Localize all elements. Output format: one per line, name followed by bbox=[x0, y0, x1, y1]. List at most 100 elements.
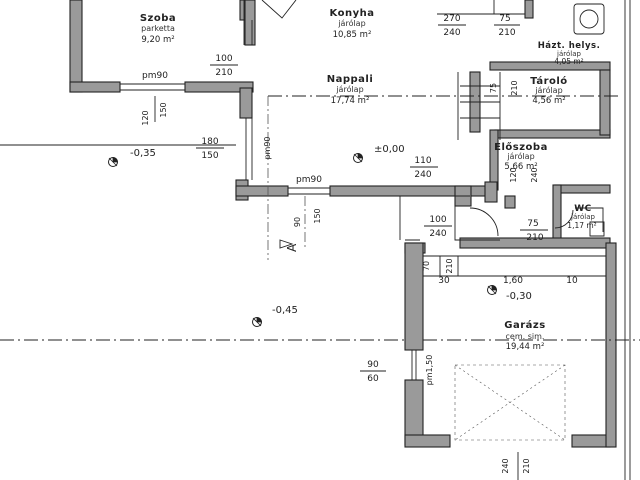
room-garazs: Garázs cem. sim. 19,44 m² bbox=[504, 319, 545, 352]
room-konyha: Konyha járólap 10,85 m² bbox=[330, 8, 375, 40]
wall-wc-left bbox=[552, 184, 562, 244]
room-area-nappali: 17,74 m² bbox=[331, 96, 370, 106]
dim-label: pm90 bbox=[263, 136, 272, 159]
wall-eloszoba-left bbox=[489, 129, 499, 191]
wall-garage-left bbox=[404, 242, 424, 351]
room-name-nappali: Nappali bbox=[327, 74, 374, 85]
room-floor-haztartasi: járólap bbox=[556, 50, 581, 58]
dim-label: 100 bbox=[215, 54, 232, 64]
dim-label: 75 bbox=[499, 14, 510, 24]
room-floor-szoba: parketta bbox=[141, 24, 175, 33]
dim-label: 270 bbox=[443, 14, 460, 24]
dim-label: 70 bbox=[422, 261, 431, 271]
dim-label: 150 bbox=[159, 102, 168, 117]
room-area-eloszoba: 5,66 m² bbox=[504, 162, 537, 172]
level-marker-terrace: -0,35 bbox=[108, 148, 156, 167]
wall-garage-bottom-right bbox=[571, 434, 611, 448]
wall-szoba-bottom-right bbox=[184, 81, 254, 93]
wall-hazt-left bbox=[524, 0, 534, 19]
dim-label: 210 bbox=[522, 458, 531, 473]
room-area-konyha: 10,85 m² bbox=[333, 30, 372, 40]
room-name-wc: WC bbox=[574, 204, 592, 214]
room-floor-konyha: járólap bbox=[337, 18, 365, 28]
dim-label: 150 bbox=[201, 151, 218, 161]
room-name-eloszoba: Előszoba bbox=[494, 141, 548, 153]
dimension-labels: 270 240 75 210 100 210 pm90 120 150 180 … bbox=[141, 14, 578, 480]
dim-label: 210 bbox=[215, 68, 232, 78]
room-area-szoba: 9,20 m² bbox=[141, 35, 174, 45]
dim-label: 150 bbox=[313, 208, 322, 223]
dim-label: 100 bbox=[429, 215, 446, 225]
wall-kitchen-stub bbox=[244, 0, 256, 46]
room-name-haztartasi: Házt. helys. bbox=[538, 41, 601, 51]
dim-label: 60 bbox=[367, 374, 379, 384]
level-markers: -0,35 ±0,00 -0,30 -0,45 bbox=[108, 144, 532, 327]
room-tarolo: Tároló járólap 4,56 m² bbox=[530, 75, 567, 106]
dim-label: 75 bbox=[489, 83, 498, 93]
dim-label: pm1,50 bbox=[425, 355, 434, 386]
room-floor-nappali: járólap bbox=[335, 84, 363, 94]
dim-label: 1,60 bbox=[503, 276, 523, 286]
room-floor-garazs: cem. sim. bbox=[506, 332, 545, 341]
dim-label: 210 bbox=[445, 258, 454, 273]
room-area-haztartasi: 4,05 m² bbox=[554, 57, 583, 66]
wall-tarolo-bottom bbox=[494, 129, 611, 139]
dim-label: 120 bbox=[141, 110, 150, 125]
dim-label: 210 bbox=[498, 28, 515, 38]
room-eloszoba: Előszoba járólap 5,66 m² bbox=[494, 141, 548, 172]
axis-lines bbox=[0, 95, 640, 341]
room-area-tarolo: 4,56 m² bbox=[532, 96, 565, 106]
dim-label: 75 bbox=[527, 219, 538, 229]
wall-szoba-bottom-left bbox=[69, 81, 121, 93]
dim-label: 240 bbox=[414, 170, 431, 180]
wall-garage-bottom-left bbox=[404, 434, 451, 448]
dim-label: 120 bbox=[509, 167, 518, 182]
dim-label: 10 bbox=[566, 276, 578, 286]
level-marker-ground: ±0,00 bbox=[353, 144, 405, 163]
room-area-wc: 1,17 m² bbox=[567, 221, 596, 230]
wall-garage-right bbox=[605, 242, 617, 448]
wall-nappali-bottom-a bbox=[235, 185, 289, 197]
section-mark: A bbox=[285, 243, 299, 252]
wall-eloszoba-left-lower bbox=[484, 181, 498, 203]
level-ground: ±0,00 bbox=[374, 144, 405, 155]
level-marker-yard: -0,45 bbox=[252, 305, 298, 327]
dim-label: 210 bbox=[526, 233, 543, 243]
room-name-szoba: Szoba bbox=[140, 13, 176, 24]
walls bbox=[69, 0, 617, 448]
wall-hazt-bottom bbox=[489, 61, 611, 71]
level-yard: -0,45 bbox=[272, 305, 298, 316]
room-szoba: Szoba parketta 9,20 m² bbox=[140, 13, 176, 45]
wall-szoba-left bbox=[69, 0, 83, 93]
room-name-konyha: Konyha bbox=[330, 8, 375, 19]
dim-label: 240 bbox=[429, 229, 446, 239]
level-marker-garage: -0,30 bbox=[487, 285, 532, 302]
dim-label: 90 bbox=[367, 360, 379, 370]
room-haztartasi: Házt. helys. járólap 4,05 m² bbox=[538, 41, 601, 66]
room-floor-eloszoba: járólap bbox=[506, 151, 534, 161]
room-name-garazs: Garázs bbox=[504, 319, 545, 331]
dim-label: 210 bbox=[510, 80, 519, 95]
room-nappali: Nappali járólap 17,74 m² bbox=[327, 74, 374, 106]
room-wc: WC járólap 1,17 m² bbox=[567, 204, 596, 230]
room-name-tarolo: Tároló bbox=[530, 75, 567, 87]
dim-label: pm90 bbox=[142, 71, 168, 81]
wall-nappali-left bbox=[239, 87, 253, 119]
room-area-garazs: 19,44 m² bbox=[506, 342, 545, 352]
dim-label: 180 bbox=[201, 137, 218, 147]
dim-label: pm90 bbox=[296, 175, 322, 185]
dim-label: 240 bbox=[530, 167, 539, 182]
level-terrace: -0,35 bbox=[130, 148, 156, 159]
room-floor-wc: járólap bbox=[570, 213, 595, 221]
wall-entrance-post bbox=[504, 195, 516, 209]
dim-label: 90 bbox=[293, 217, 302, 227]
dim-label: 30 bbox=[438, 276, 450, 286]
level-garage: -0,30 bbox=[506, 291, 532, 302]
section-arrow bbox=[279, 239, 294, 249]
dim-label: 240 bbox=[443, 28, 460, 38]
dim-label: 110 bbox=[414, 156, 431, 166]
dim-label: 240 bbox=[501, 458, 510, 473]
wall-tarolo-right bbox=[599, 69, 611, 136]
